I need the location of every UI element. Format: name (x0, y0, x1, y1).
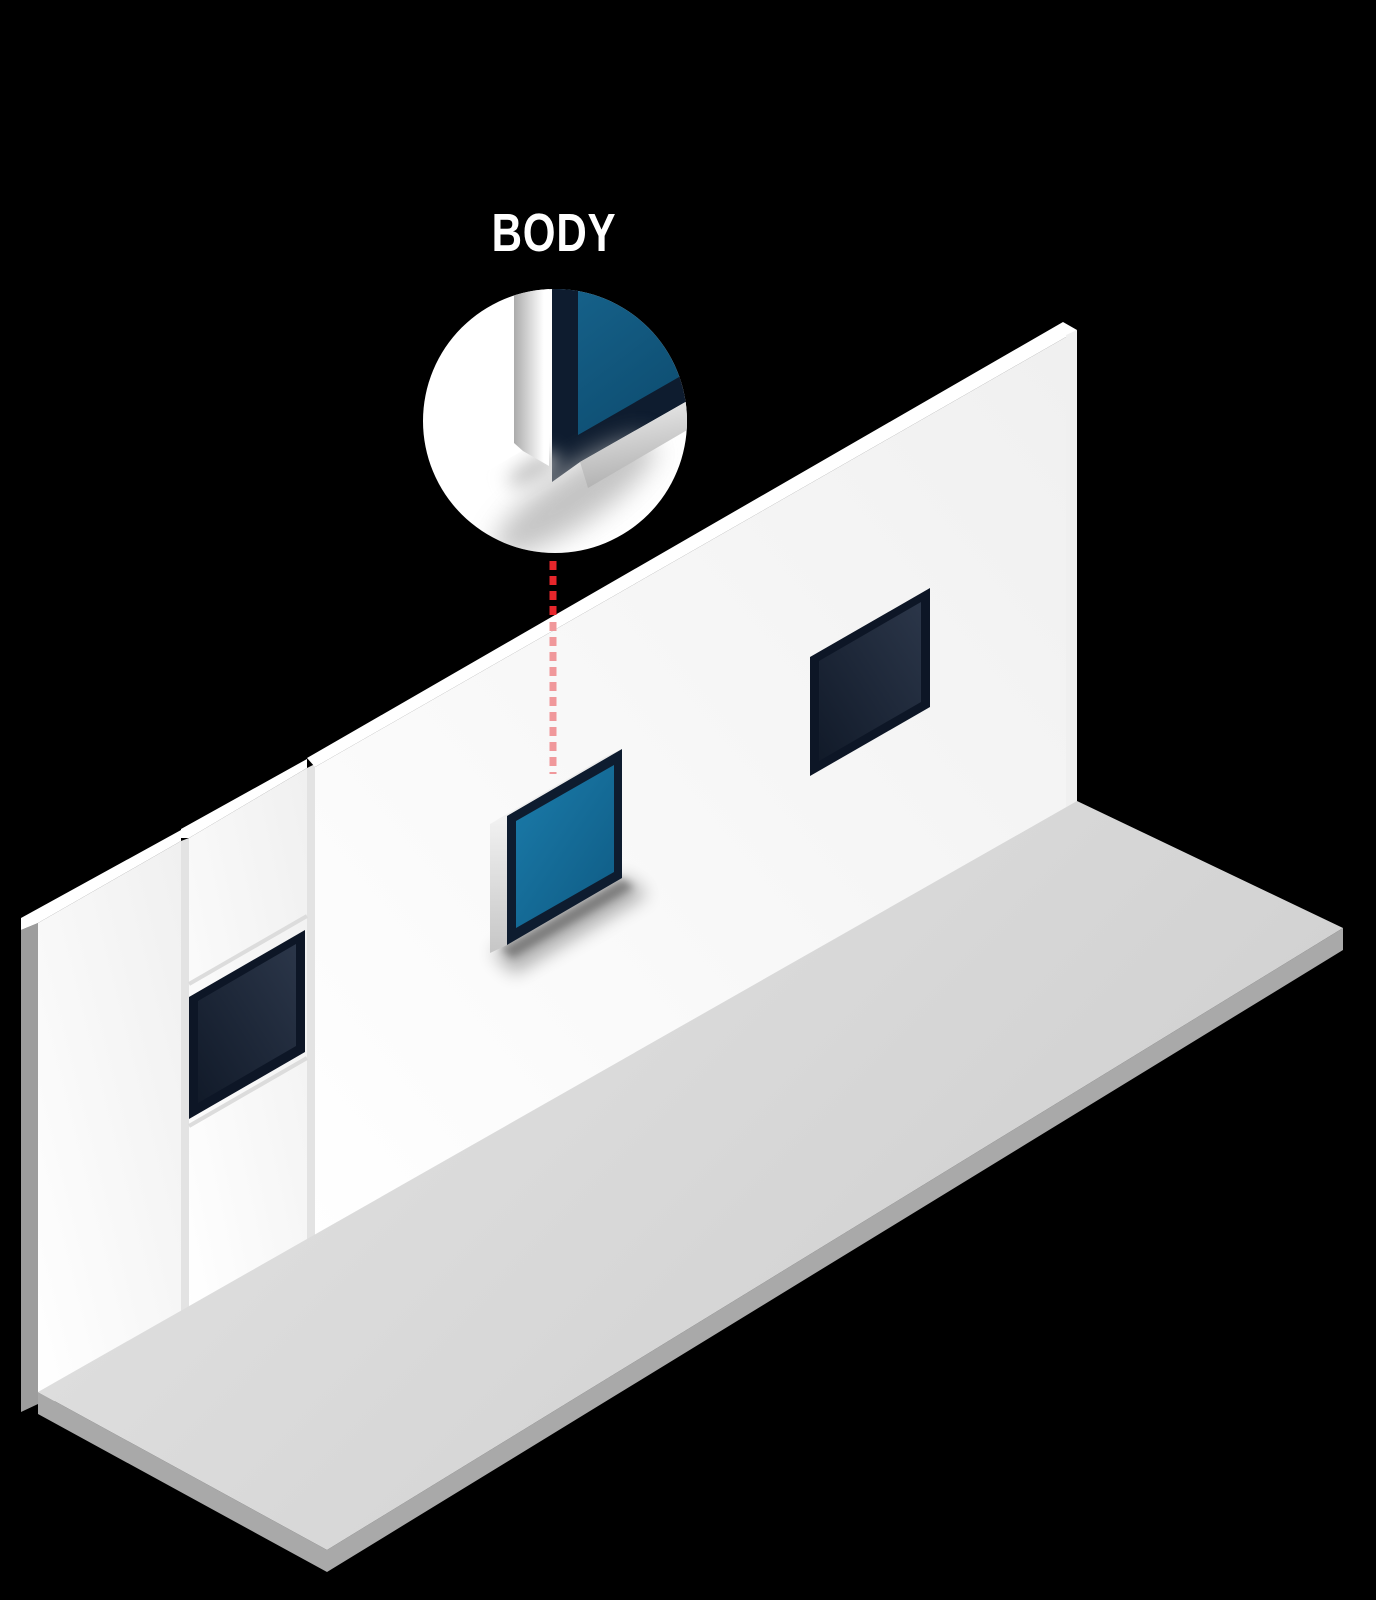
floor-top-surface (38, 801, 1343, 1550)
right-panel-screen (819, 602, 921, 761)
wall-segment-1-face (38, 841, 181, 1412)
wall-seam-1 (181, 838, 189, 1316)
wall (21, 322, 1077, 1412)
center-panel-screen (516, 765, 614, 928)
wall-left-side-face (21, 923, 38, 1412)
callout-bottom-frame-detail (580, 388, 687, 488)
panel-recess-seam-bottom (188, 1056, 308, 1128)
panel-recess-seam-top (188, 914, 308, 986)
wall-segment-1-cap (21, 830, 181, 930)
wall-segment-3-cap (307, 322, 1077, 767)
detail-callout (423, 289, 687, 553)
left-navy-panel (189, 930, 305, 1119)
wall-segment-3-face (315, 337, 1066, 1252)
right-navy-panel (810, 588, 930, 776)
wall-segment-2-cap (181, 759, 307, 838)
callout-bezel-detail (552, 289, 687, 482)
wall-seam-2 (307, 764, 315, 1246)
center-panel-side-face (490, 816, 507, 953)
center-panel-top-face (490, 749, 622, 824)
callout-label: BODY (492, 203, 617, 263)
floor (38, 801, 1343, 1572)
left-panel-screen (198, 944, 296, 1103)
callout-frame-detail (514, 289, 549, 466)
center-panel-shadow-inner (500, 878, 634, 958)
wall-right-side-face (1066, 330, 1077, 816)
center-teal-panel (490, 749, 648, 974)
